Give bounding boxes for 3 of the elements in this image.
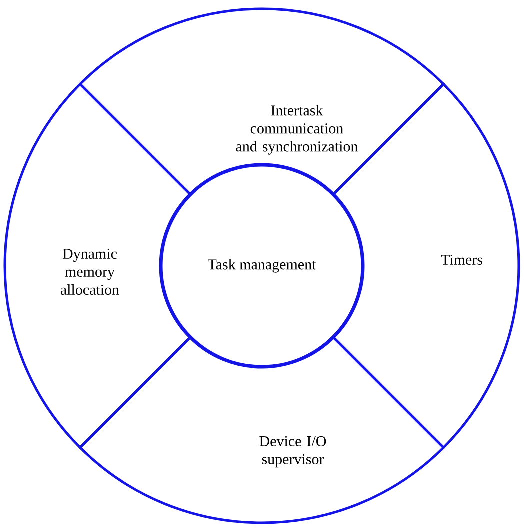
ring-sector: Dynamic memory allocation: [4, 83, 192, 449]
ring-sector: Intertask communication and synchronization: [79, 8, 445, 196]
ring-sector: Device I/O supervisor: [79, 336, 445, 524]
